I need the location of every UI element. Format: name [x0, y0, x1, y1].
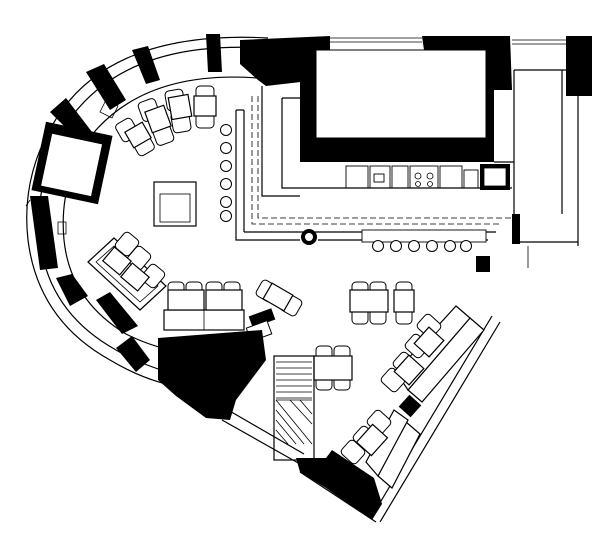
booth-left — [87, 231, 167, 311]
bar-stools-vertical — [220, 124, 232, 222]
bottom-walls — [158, 330, 382, 523]
bar-counter — [235, 96, 512, 272]
curved-facade — [26, 34, 269, 386]
staircase — [273, 355, 315, 461]
plan-details — [25, 99, 529, 268]
booths-right — [340, 305, 501, 523]
square-island — [153, 181, 197, 227]
tables-right-center — [313, 281, 415, 391]
table-cluster-top — [115, 85, 217, 157]
booth-center — [163, 281, 245, 331]
bar-stools-horizontal — [372, 240, 472, 252]
kitchen-block — [261, 49, 579, 246]
